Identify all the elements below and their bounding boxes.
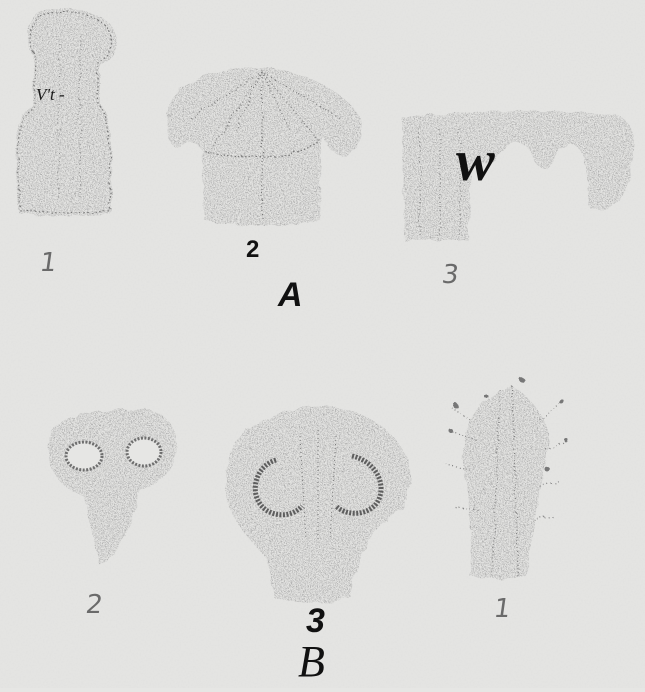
figure-a1-cell — [16, 8, 117, 217]
group-label-b: B — [298, 640, 325, 684]
overlay-vt-mark: V't - — [36, 86, 65, 103]
label-b3-number: 3 — [306, 604, 325, 638]
group-label-a: A — [278, 278, 303, 312]
overlay-w-mark: w — [456, 132, 495, 190]
label-a2-number: 2 — [246, 238, 259, 262]
